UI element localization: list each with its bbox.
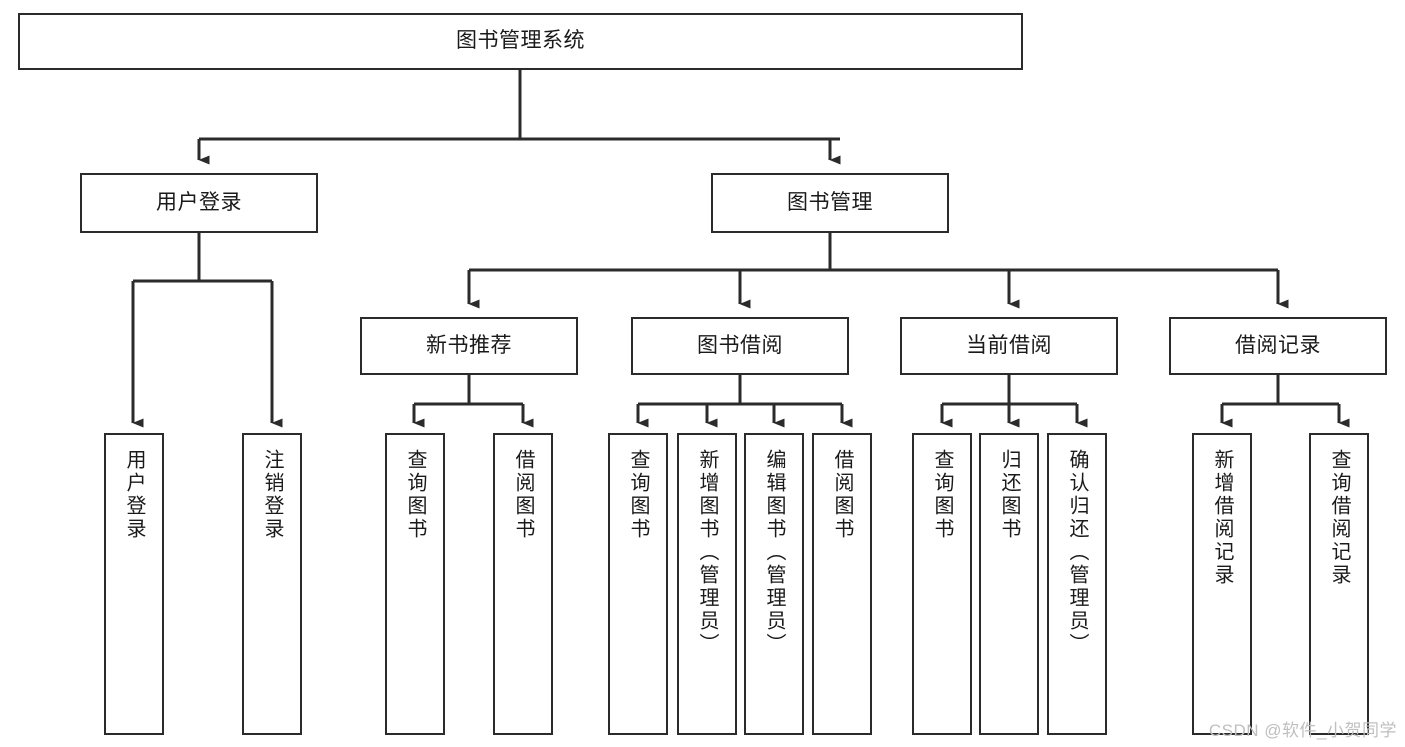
leaf-borrow-book-new[interactable]: 借阅图书 [493, 433, 553, 735]
node-label: 查询图书 [404, 449, 426, 541]
leaf-add-borrow-record[interactable]: 新增借阅记录 [1192, 433, 1252, 735]
node-label: 新书推荐 [426, 333, 512, 357]
node-label: 借阅记录 [1235, 333, 1321, 357]
csdn-watermark: CSDN @软件_小贺同学 [1208, 721, 1397, 740]
node-label: 用户登录 [156, 190, 242, 214]
node-label: 借阅图书 [831, 449, 853, 541]
node-current-borrowing[interactable]: 当前借阅 [900, 317, 1118, 375]
node-new-book-recommendation[interactable]: 新书推荐 [360, 317, 578, 375]
node-label: 新增借阅记录 [1211, 449, 1233, 587]
node-root-book-management-system[interactable]: 图书管理系统 [18, 13, 1023, 70]
node-label: 当前借阅 [966, 333, 1052, 357]
node-book-management[interactable]: 图书管理 [711, 173, 949, 233]
leaf-borrow-book[interactable]: 借阅图书 [812, 433, 872, 735]
leaf-confirm-return-admin[interactable]: 确认归还（管理员） [1047, 433, 1107, 735]
leaf-query-borrow-record[interactable]: 查询借阅记录 [1309, 433, 1369, 735]
node-label: 归还图书 [998, 449, 1020, 541]
node-label: 借阅图书 [512, 449, 534, 541]
node-label: 查询图书 [627, 449, 649, 541]
node-label: 查询借阅记录 [1328, 449, 1350, 587]
node-label: 注销登录 [261, 449, 283, 541]
leaf-return-book[interactable]: 归还图书 [979, 433, 1039, 735]
node-user-login[interactable]: 用户登录 [80, 173, 318, 233]
node-label: 查询图书 [931, 449, 953, 541]
leaf-add-book-admin[interactable]: 新增图书（管理员） [677, 433, 737, 735]
leaf-query-book-borrow[interactable]: 查询图书 [608, 433, 668, 735]
node-label: 图书管理系统 [456, 29, 585, 53]
node-label: 图书管理 [787, 190, 873, 214]
leaf-user-login[interactable]: 用户登录 [104, 433, 164, 735]
node-borrow-records[interactable]: 借阅记录 [1169, 317, 1387, 375]
node-label: 确认归还（管理员） [1066, 449, 1088, 656]
leaf-query-book-new[interactable]: 查询图书 [385, 433, 445, 735]
leaf-query-book-current[interactable]: 查询图书 [912, 433, 972, 735]
node-label: 编辑图书（管理员） [763, 449, 785, 656]
node-label: 新增图书（管理员） [696, 449, 718, 656]
leaf-edit-book-admin[interactable]: 编辑图书（管理员） [744, 433, 804, 735]
leaf-logout[interactable]: 注销登录 [242, 433, 302, 735]
node-book-borrowing[interactable]: 图书借阅 [631, 317, 849, 375]
node-label: 用户登录 [123, 449, 145, 541]
node-label: 图书借阅 [697, 333, 783, 357]
